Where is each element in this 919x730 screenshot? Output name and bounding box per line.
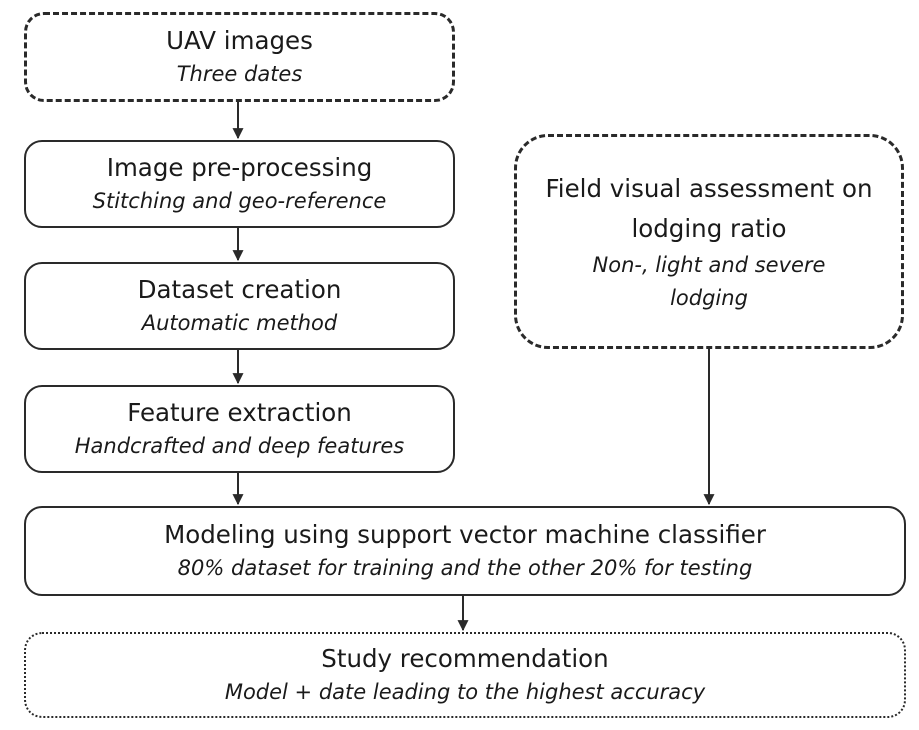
node-feature-extraction: Feature extraction Handcrafted and deep … — [24, 385, 455, 473]
node-dataset-creation-subtitle: Automatic method — [141, 311, 338, 335]
node-field-visual-assessment: Field visual assessment on lodging ratio… — [514, 134, 904, 349]
node-dataset-creation-title: Dataset creation — [137, 275, 342, 304]
node-dataset-creation: Dataset creation Automatic method — [24, 262, 455, 350]
node-field-visual-assessment-title: Field visual assessment on lodging ratio — [545, 173, 873, 243]
node-uav-images-title: UAV images — [166, 26, 313, 55]
node-study-recommendation-subtitle: Model + date leading to the highest accu… — [224, 680, 706, 704]
node-uav-images-subtitle: Three dates — [176, 62, 303, 86]
node-image-preprocessing-subtitle: Stitching and geo-reference — [92, 189, 387, 213]
node-study-recommendation-title: Study recommendation — [321, 644, 609, 673]
node-field-visual-assessment-subtitle: Non-, light and severe lodging — [592, 252, 826, 310]
node-uav-images: UAV images Three dates — [24, 12, 455, 102]
node-image-preprocessing: Image pre-processing Stitching and geo-r… — [24, 140, 455, 228]
node-modeling-svm-title: Modeling using support vector machine cl… — [164, 520, 766, 549]
node-modeling-svm-subtitle: 80% dataset for training and the other 2… — [177, 556, 753, 580]
node-feature-extraction-subtitle: Handcrafted and deep features — [74, 434, 405, 458]
node-image-preprocessing-title: Image pre-processing — [106, 153, 373, 182]
node-study-recommendation: Study recommendation Model + date leadin… — [24, 632, 906, 718]
node-feature-extraction-title: Feature extraction — [127, 398, 352, 427]
node-modeling-svm: Modeling using support vector machine cl… — [24, 506, 906, 596]
